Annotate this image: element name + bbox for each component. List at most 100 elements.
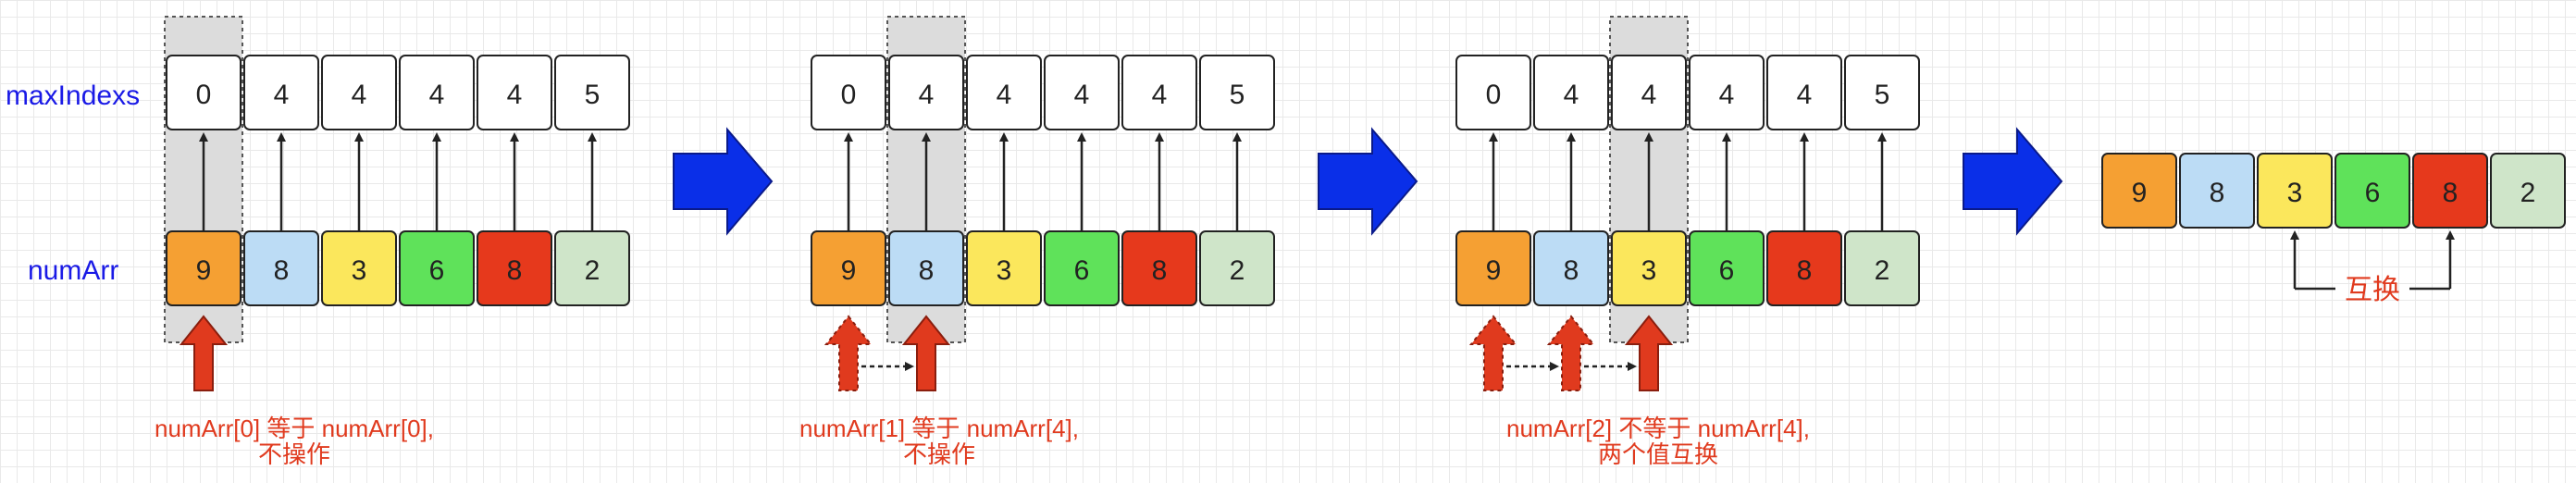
result-value: 2 [2520, 178, 2536, 208]
caption-line-1: numArr[1] 等于 numArr[4], [799, 415, 1079, 442]
max-indexs-value: 4 [1074, 80, 1090, 110]
num-arr-cell [966, 230, 1042, 306]
result-value: 8 [2210, 178, 2225, 208]
max-indexs-value: 4 [1564, 80, 1579, 110]
num-arr-cell [321, 230, 397, 306]
caption-line-2: 两个值互换 [1598, 440, 1718, 468]
previous-pointer-arrow [1546, 315, 1596, 391]
num-arr-cell [477, 230, 552, 306]
num-arr-value: 8 [507, 255, 523, 286]
max-indexs-cell [1199, 55, 1275, 130]
num-arr-value: 3 [997, 255, 1012, 286]
max-indexs-value: 4 [352, 80, 367, 110]
num-arr-cell [1121, 230, 1197, 306]
max-indexs-value: 4 [1797, 80, 1813, 110]
result-value: 6 [2365, 178, 2381, 208]
previous-pointer-arrow [824, 315, 873, 391]
max-indexs-cell [321, 55, 397, 130]
num-arr-cell [554, 230, 630, 306]
num-arr-cell [1611, 230, 1687, 306]
max-indexs-value: 4 [507, 80, 523, 110]
result-value: 9 [2132, 178, 2148, 208]
current-pointer-arrow [901, 315, 951, 391]
transition-arrow [1963, 127, 2063, 236]
panel-3: 0 4 4 4 4 5 9 8 3 6 8 2 numArr[2] 不等于 numArr[4],两个值互… [1455, 16, 1920, 468]
num-arr-value: 2 [1875, 255, 1890, 286]
num-arr-label: numArr [28, 255, 118, 286]
caption-line-1: numArr[2] 不等于 numArr[4], [1506, 415, 1810, 442]
num-arr-cell [243, 230, 319, 306]
num-arr-value: 2 [585, 255, 601, 286]
result-cell [2257, 153, 2333, 229]
max-indexs-cell [888, 55, 964, 130]
transition-arrow [1318, 127, 1418, 236]
max-indexs-label: maxIndexs [6, 80, 140, 111]
num-arr-value: 8 [1564, 255, 1579, 286]
num-arr-cell [166, 230, 242, 306]
num-arr-value: 8 [919, 255, 935, 286]
max-indexs-value: 5 [1875, 80, 1890, 110]
max-indexs-cell [1044, 55, 1120, 130]
caption-line-1: numArr[0] 等于 numArr[0], [155, 415, 434, 442]
max-indexs-cell [1844, 55, 1920, 130]
num-arr-value: 9 [841, 255, 857, 286]
num-arr-cell [399, 230, 475, 306]
transition-arrows [673, 127, 2063, 236]
num-arr-cell [811, 230, 886, 306]
result-cell [2490, 153, 2566, 229]
num-arr-value: 8 [1797, 255, 1813, 286]
max-indexs-cell [243, 55, 319, 130]
result-value: 3 [2287, 178, 2303, 208]
num-arr-value: 8 [1152, 255, 1168, 286]
max-indexs-cell [554, 55, 630, 130]
caption-line-2: 不操作 [903, 440, 975, 468]
max-indexs-cell [477, 55, 552, 130]
num-arr-value: 6 [1074, 255, 1090, 286]
max-indexs-value: 0 [841, 80, 857, 110]
num-arr-cell [1689, 230, 1765, 306]
max-indexs-cell [1455, 55, 1531, 130]
max-indexs-value: 4 [1719, 80, 1735, 110]
num-arr-cell [1533, 230, 1609, 306]
max-indexs-cell [166, 55, 242, 130]
num-arr-value: 3 [1641, 255, 1657, 286]
max-indexs-cell [811, 55, 886, 130]
result-cell [2101, 153, 2177, 229]
num-arr-cell [1844, 230, 1920, 306]
result-cell [2412, 153, 2488, 229]
swap-label: 互换 [2345, 275, 2400, 305]
num-arr-value: 6 [429, 255, 445, 286]
caption-line-2: 不操作 [258, 440, 330, 468]
num-arr-value: 2 [1230, 255, 1245, 286]
max-indexs-value: 4 [274, 80, 290, 110]
max-indexs-value: 4 [1641, 80, 1657, 110]
num-arr-value: 3 [352, 255, 367, 286]
previous-pointer-arrow [1468, 315, 1518, 391]
num-arr-value: 9 [196, 255, 212, 286]
max-indexs-cell [1766, 55, 1842, 130]
max-indexs-cell [1611, 55, 1687, 130]
result-cell [2179, 153, 2255, 229]
max-indexs-value: 4 [919, 80, 935, 110]
num-arr-cell [1766, 230, 1842, 306]
max-indexs-value: 5 [585, 80, 601, 110]
current-pointer-arrow [1624, 315, 1674, 391]
num-arr-cell [1044, 230, 1120, 306]
max-indexs-value: 5 [1230, 80, 1245, 110]
max-indexs-value: 0 [196, 80, 212, 110]
max-indexs-value: 0 [1486, 80, 1502, 110]
num-arr-value: 9 [1486, 255, 1502, 286]
max-indexs-cell [399, 55, 475, 130]
max-indexs-cell [1121, 55, 1197, 130]
result-cell [2334, 153, 2410, 229]
max-indexs-value: 4 [1152, 80, 1168, 110]
max-indexs-value: 4 [429, 80, 445, 110]
max-indexs-cell [966, 55, 1042, 130]
num-arr-cell [888, 230, 964, 306]
num-arr-value: 6 [1719, 255, 1735, 286]
